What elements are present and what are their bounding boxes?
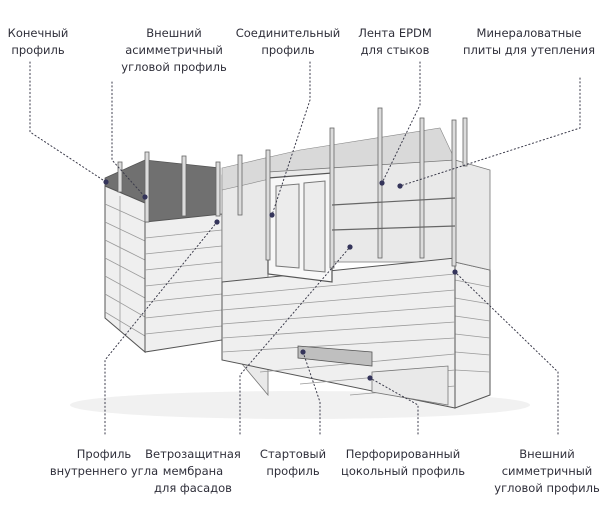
rail-1 <box>331 197 456 206</box>
label-outer-asym-corner: Внешний асимметричный угловой профиль <box>118 25 230 76</box>
label-epdm-tape: Лента EPDM для стыков <box>352 25 438 59</box>
label-mineral-wool: Минераловатные плиты для утепления <box>453 25 605 59</box>
label-wind-membrane: Ветрозащитная мембрана для фасадов <box>140 446 246 497</box>
leader-lines <box>29 61 581 435</box>
label-line: Внешний <box>519 447 575 461</box>
label-connecting-profile: Соединительный профиль <box>234 25 342 59</box>
dot-epdm-tape <box>379 180 385 186</box>
label-outer-sym-corner: Внешний симметричный угловой профиль <box>490 446 604 497</box>
dot-end-profile <box>103 179 109 185</box>
label-starter-profile: Стартовый профиль <box>255 446 331 480</box>
right-wing-post-6 <box>451 119 457 267</box>
label-line: цокольный профиль <box>341 464 465 478</box>
right-wing-post-7 <box>462 117 468 167</box>
right-wing <box>221 107 491 409</box>
label-line: внутреннего угла <box>49 464 159 478</box>
leader-epdm-tape <box>381 61 421 184</box>
label-line: профиль <box>261 43 315 57</box>
label-line: профиль <box>266 464 320 478</box>
label-line: асимметричный <box>125 43 223 57</box>
leader-connecting-profile <box>271 61 311 216</box>
leader-wind-membrane <box>239 246 351 435</box>
rail-2 <box>331 225 456 231</box>
label-line: угловой профиль <box>121 60 227 74</box>
label-line: плиты для утепления <box>462 43 596 57</box>
label-line: симметричный <box>501 464 593 478</box>
label-line: мембрана <box>162 464 224 478</box>
left-wing-front-siding <box>144 213 223 353</box>
label-line: Внешний <box>146 26 202 40</box>
right-wing-post-5 <box>419 117 425 259</box>
plinth-panel <box>371 365 449 406</box>
marker-dots <box>103 179 458 381</box>
label-line: Ветрозащитная <box>145 447 241 461</box>
label-line: профиль <box>11 43 65 57</box>
right-wing-post-3 <box>329 127 335 269</box>
starter-slot <box>297 345 373 367</box>
right-wing-post-1 <box>237 154 243 216</box>
left-wing-front-planks <box>144 229 223 335</box>
label-line: Соединительный <box>235 26 341 40</box>
leader-starter-profile <box>302 351 321 435</box>
window-glass-right <box>303 180 326 273</box>
dot-connecting-profile <box>269 212 275 218</box>
dot-outer-asym-corner <box>142 194 148 200</box>
label-line: Конечный <box>7 26 69 40</box>
left-wing-post-1 <box>117 161 123 193</box>
window-glass-left <box>275 183 300 269</box>
label-line: Перфорированный <box>345 447 461 461</box>
dot-mineral-wool <box>397 183 403 189</box>
label-end-profile: Конечный профиль <box>6 25 70 59</box>
dot-starter-profile <box>300 349 306 355</box>
label-line: для фасадов <box>154 481 232 495</box>
left-wing-post-3 <box>181 155 187 217</box>
leader-perforated-plinth <box>369 377 419 435</box>
leader-end-profile <box>29 61 107 183</box>
label-perforated-plinth: Перфорированный цокольный профиль <box>338 446 468 480</box>
left-wing-side-siding <box>104 185 146 354</box>
label-line: Минераловатные <box>476 26 582 40</box>
label-line: Лента EPDM <box>358 26 432 40</box>
dot-outer-sym-corner <box>452 269 458 275</box>
label-line: Стартовый <box>259 447 327 461</box>
right-wing-end-planks <box>454 279 491 373</box>
label-inner-corner: Профиль внутреннего угла <box>44 446 164 480</box>
dot-perforated-plinth <box>367 375 373 381</box>
left-wing-post-2 <box>144 151 150 223</box>
label-line: угловой профиль <box>494 481 600 495</box>
leader-outer-asym-corner <box>111 81 146 198</box>
left-wing <box>104 151 223 354</box>
leader-outer-sym-corner <box>454 271 559 435</box>
dot-wind-membrane <box>347 244 353 250</box>
right-wing-end-insulation <box>454 159 491 271</box>
label-line: Профиль <box>76 447 132 461</box>
label-line: для стыков <box>360 43 430 57</box>
right-wing-post-2 <box>265 149 271 261</box>
left-wing-side-planks <box>104 196 146 337</box>
leader-mineral-wool <box>399 77 581 187</box>
left-wing-post-4 <box>215 161 221 217</box>
dot-inner-corner <box>214 219 220 225</box>
